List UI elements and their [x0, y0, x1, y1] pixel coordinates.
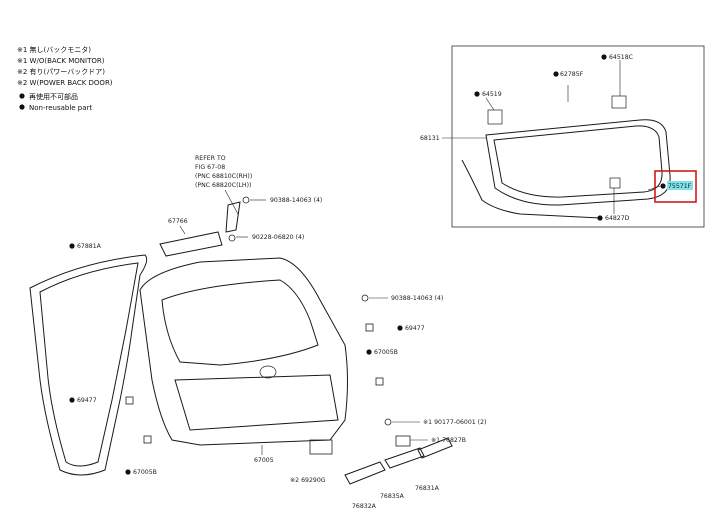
glass-inner-edge	[493, 125, 663, 198]
label-90388-upper: 90388-14063 (4)	[270, 197, 322, 204]
label-68131: 68131	[420, 135, 440, 142]
marker-64827D	[597, 215, 603, 221]
glass-weatherstrip	[461, 159, 601, 219]
marker-64518C	[601, 54, 607, 60]
label-75571F: 75571F	[668, 183, 692, 190]
bolt-90388-upper	[242, 196, 250, 204]
hinge-bracket	[225, 201, 241, 233]
legend-line-1: ※1 無し(バックモニタ)	[17, 45, 91, 54]
emblem-mount	[259, 365, 277, 379]
label-69477-left: 69477	[77, 397, 97, 404]
marker-67881A	[69, 243, 75, 249]
label-69477-right: 69477	[405, 325, 425, 332]
garnish-76831A	[417, 437, 453, 459]
label-64519: 64519	[482, 91, 502, 98]
marker-69477-left	[69, 397, 75, 403]
left-lower-parts: 69477 67005B	[69, 396, 157, 476]
legend-line-4: ※2 W(POWER BACK DOOR)	[17, 79, 113, 87]
leader-refer	[224, 189, 239, 215]
label-64518C: 64518C	[609, 54, 633, 61]
marker-64519	[474, 91, 480, 97]
glass-inset: 62785F 64518C 64519 68131 64827D 75571F	[420, 45, 705, 228]
label-76832A: 76832A	[352, 503, 377, 510]
label-67766: 67766	[168, 218, 188, 225]
door-window-opening	[161, 279, 319, 366]
label-69290G: ※2 69290G	[290, 477, 326, 484]
label-76827B: ※1 76827B	[431, 437, 466, 444]
door-weatherstrip: 67881A	[29, 243, 148, 476]
bolt-90228	[228, 234, 236, 242]
cover-76827B	[395, 435, 411, 447]
stopper-69477-right	[365, 323, 374, 332]
inset-frame	[451, 45, 705, 228]
side-fasteners: 90388-14063 (4) 69477 67005B	[361, 294, 443, 386]
legend: ※1 無し(バックモニタ) ※1 W/O(BACK MONITOR) ※2 有り…	[17, 45, 113, 112]
lower-right-parts: ※1 90177-06001 (2) ※1 76827B ※2 69290G 7…	[290, 418, 486, 510]
bolt-90388-side	[361, 294, 369, 302]
cushion-67005B-right	[375, 377, 384, 386]
glass-clip-64827D	[609, 177, 621, 189]
weatherstrip-inner	[39, 262, 139, 467]
door-outline	[139, 257, 348, 446]
back-door-panel: 67005	[139, 257, 348, 464]
cushion-67005B-left	[143, 435, 152, 444]
non-reusable-marker	[19, 93, 25, 99]
highlight-fill	[667, 181, 693, 190]
legend-line-6: Non-reusable part	[29, 104, 92, 112]
marker-67005B-left	[125, 469, 131, 475]
refer-line-3: (PNC 68810C(RH))	[195, 173, 252, 180]
spoiler: 67766	[159, 218, 223, 257]
legend-line-2: ※1 W/O(BACK MONITOR)	[17, 57, 105, 65]
garnish-76835A	[384, 447, 425, 469]
glass-clip-64519	[487, 109, 503, 125]
marker-75571F	[660, 183, 666, 189]
screw-90177	[384, 418, 392, 426]
legend-line-5: 再使用不可部品	[29, 92, 78, 101]
upper-fasteners: 90388-14063 (4) 90228-06820 (4)	[225, 196, 322, 242]
label-67005: 67005	[254, 457, 274, 464]
label-67005B-right: 67005B	[374, 349, 398, 356]
label-62785F: 62785F	[560, 71, 584, 78]
highlight-box	[654, 170, 697, 203]
marker-62785F	[553, 71, 559, 77]
label-67881A: 67881A	[77, 243, 102, 250]
garnish-76832A	[344, 461, 386, 485]
glass-clip-64518C	[611, 95, 627, 109]
label-76835A: 76835A	[380, 493, 405, 500]
marker-69477-right	[397, 325, 403, 331]
non-reusable-marker	[19, 104, 25, 110]
label-90388-side: 90388-14063 (4)	[391, 295, 443, 302]
label-90177: ※1 90177-06001 (2)	[423, 419, 486, 426]
refer-line-2: FIG 67-08	[195, 164, 225, 171]
back-door-glass	[485, 119, 671, 206]
leader-64519	[485, 97, 495, 111]
trim-67766	[159, 231, 223, 257]
door-lower-panel	[174, 374, 339, 431]
marker-67005B-right	[366, 349, 372, 355]
label-90228: 90228-06820 (4)	[252, 234, 304, 241]
leader-75571F	[647, 185, 661, 191]
label-64827D: 64827D	[605, 215, 630, 222]
refer-line-1: REFER TO	[195, 155, 226, 162]
refer-note: REFER TO FIG 67-08 (PNC 68810C(RH)) (PNC…	[195, 155, 252, 215]
leader-67766	[179, 225, 186, 235]
refer-line-4: (PNC 68820C(LH))	[195, 182, 251, 189]
switch-69290G	[309, 439, 333, 455]
label-67005B-left: 67005B	[133, 469, 157, 476]
label-76831A: 76831A	[415, 485, 440, 492]
stopper-69477-left	[125, 396, 134, 405]
weatherstrip-outer	[29, 254, 148, 476]
legend-line-3: ※2 有り(パワーバックドア)	[17, 67, 105, 76]
